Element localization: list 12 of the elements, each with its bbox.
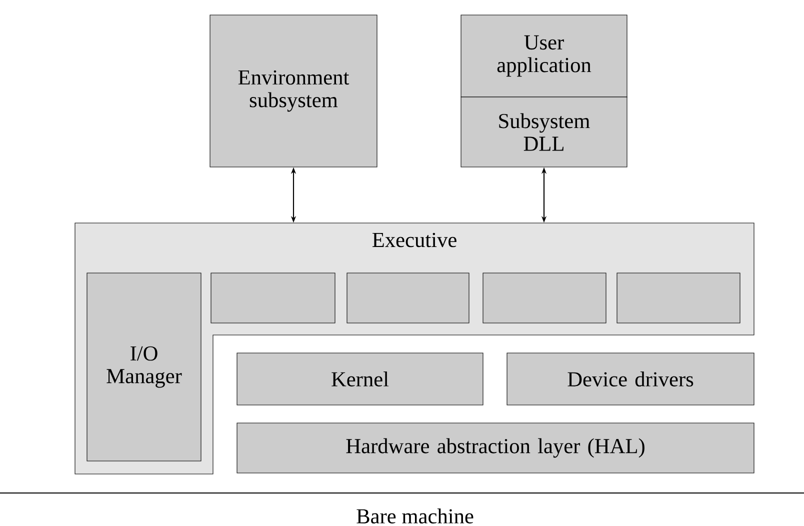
empty-box <box>482 272 606 324</box>
component-box: User application <box>460 14 628 98</box>
component-box: Environment subsystem <box>210 14 378 168</box>
component-box: Hardware abstraction layer (HAL) <box>236 422 754 474</box>
layer-label: Bare machine <box>356 508 474 524</box>
empty-box <box>616 272 740 324</box>
component-box: I/O Manager <box>86 272 202 462</box>
component-box: Kernel <box>236 352 484 406</box>
empty-box <box>210 272 336 324</box>
component-box: Subsystem DLL <box>460 96 628 168</box>
component-box: Device drivers <box>506 352 754 406</box>
empty-box <box>346 272 470 324</box>
